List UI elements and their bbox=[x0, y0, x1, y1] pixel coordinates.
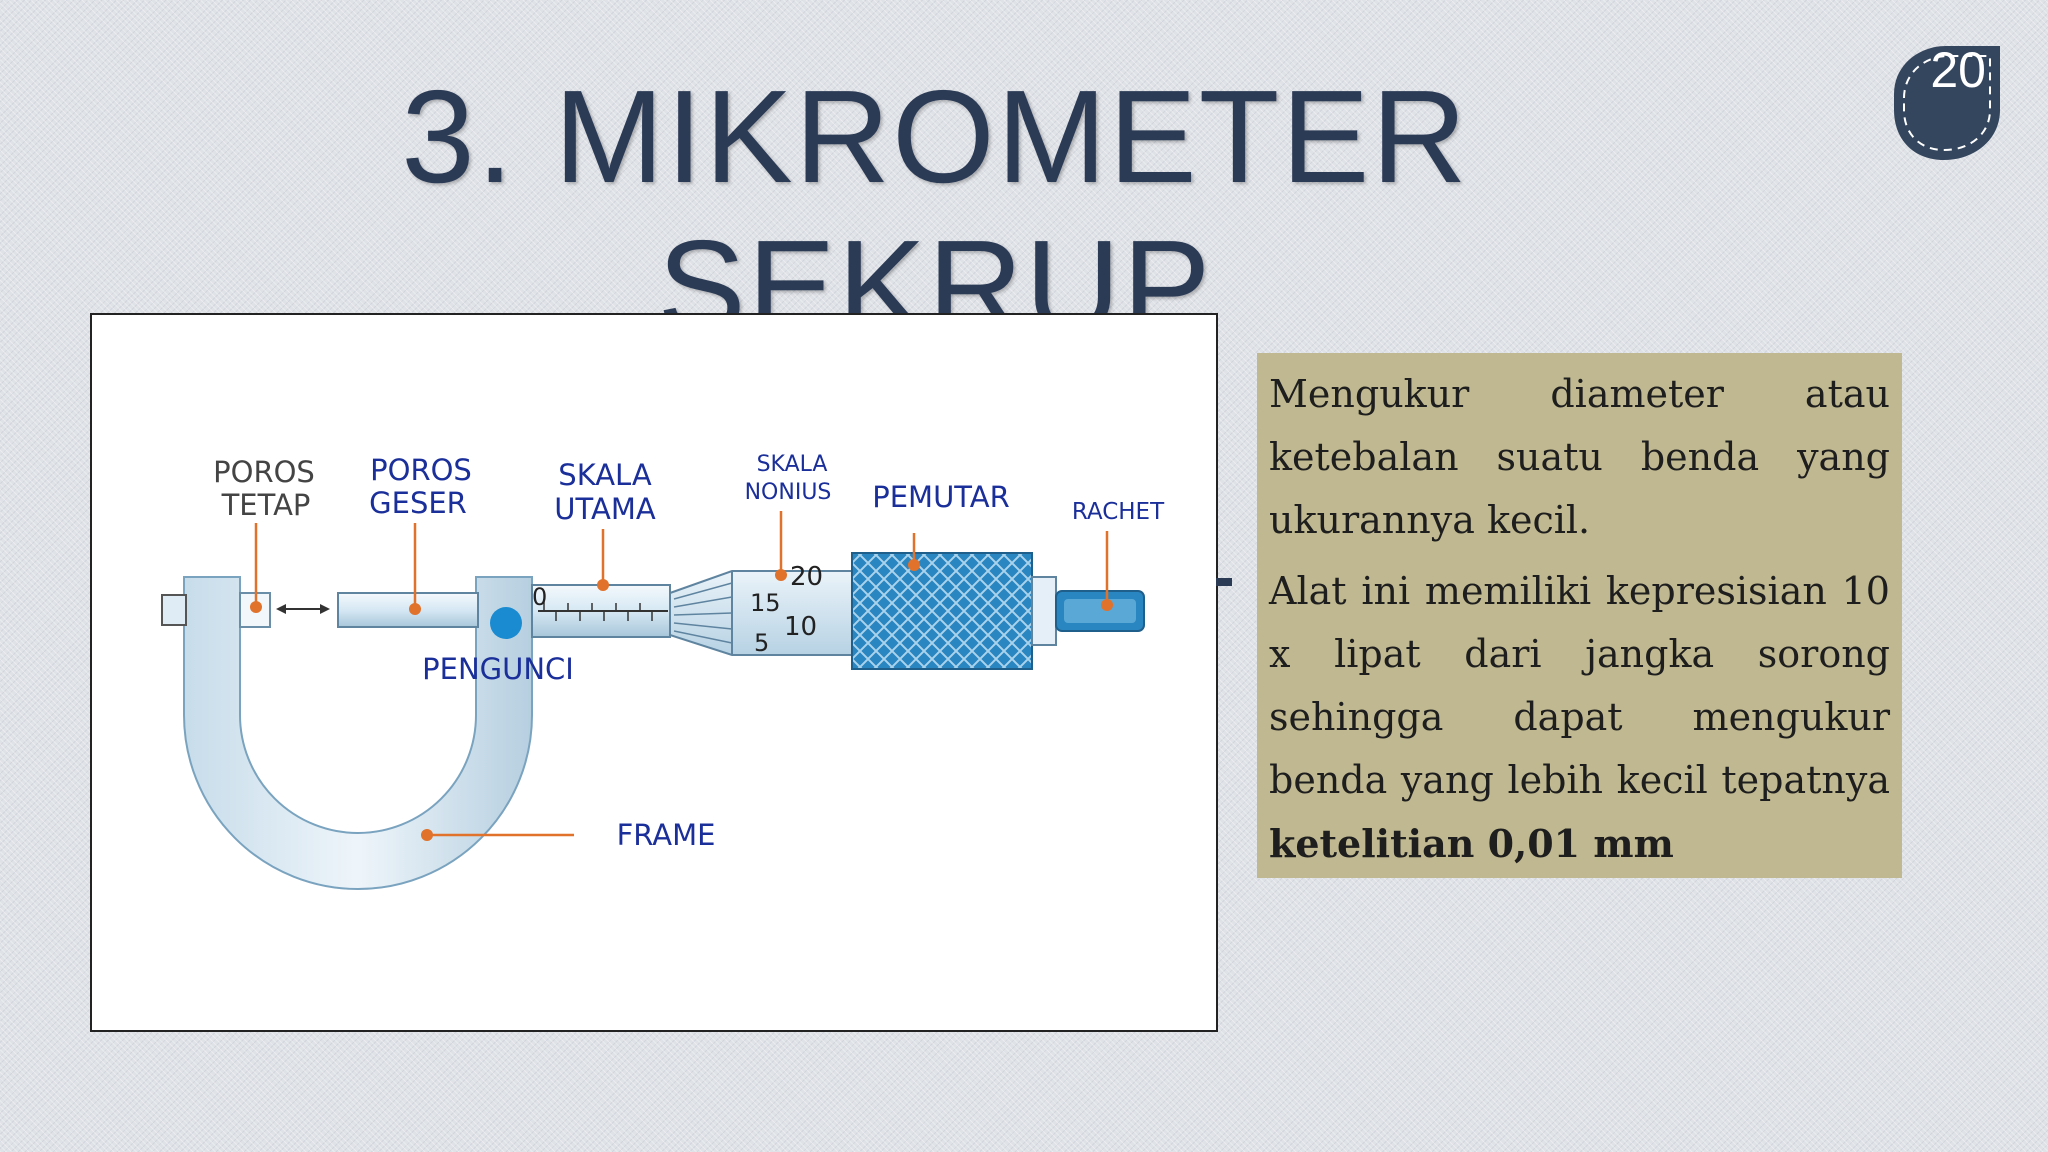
micrometer-illustration: 0 20 15 10 5 POROS TETAP POROS GESER SKA… bbox=[161, 452, 1165, 890]
label-skala-nonius-1: SKALA bbox=[757, 452, 828, 477]
description-paragraph-1: Mengukur diameter atau ketebalan suatu b… bbox=[1269, 372, 1890, 542]
label-poros-geser-1: POROS bbox=[370, 453, 472, 487]
label-poros-tetap-2: TETAP bbox=[221, 488, 311, 522]
label-frame: FRAME bbox=[617, 818, 716, 852]
label-skala-utama-1: SKALA bbox=[558, 458, 652, 492]
micrometer-diagram: 0 20 15 10 5 POROS TETAP POROS GESER SKA… bbox=[90, 313, 1218, 1032]
lock-knob bbox=[490, 607, 522, 639]
thimble-grip bbox=[851, 552, 1033, 670]
description-paragraph-2-text: Alat ini memiliki kepresisian 10 x lipat… bbox=[1269, 569, 1890, 802]
main-scale-zero: 0 bbox=[532, 583, 547, 611]
label-pengunci: PENGUNCI bbox=[422, 652, 574, 686]
precision-highlight: ketelitian 0,01 mm bbox=[1269, 821, 1674, 866]
label-poros-tetap-1: POROS bbox=[213, 455, 315, 489]
pointer-dots bbox=[250, 559, 1113, 841]
label-skala-nonius-2: NONIUS bbox=[745, 480, 832, 505]
slide-title-line-1: 3. MIKROMETER bbox=[401, 63, 1469, 210]
label-rachet: RACHET bbox=[1072, 499, 1165, 525]
nonius-number-20: 20 bbox=[790, 562, 823, 592]
spindle bbox=[337, 592, 479, 628]
label-skala-utama-2: UTAMA bbox=[554, 492, 656, 526]
pointer-lines bbox=[254, 511, 1109, 837]
frame-body bbox=[183, 576, 533, 890]
label-pemutar: PEMUTAR bbox=[872, 480, 1010, 514]
slide-number-badge: 20 bbox=[1880, 40, 2004, 164]
description-box: Mengukur diameter atau ketebalan suatu b… bbox=[1257, 353, 1902, 878]
slide-number: 20 bbox=[1930, 42, 1986, 98]
label-poros-geser-2: GESER bbox=[369, 486, 467, 520]
badge-shape bbox=[1894, 46, 2000, 160]
divider-dash bbox=[1216, 578, 1232, 586]
nonius-number-5: 5 bbox=[754, 629, 769, 657]
nonius-number-10: 10 bbox=[784, 612, 817, 642]
nonius-number-15: 15 bbox=[750, 589, 781, 617]
anvil bbox=[161, 594, 187, 626]
slide-title: 3. MIKROMETER SEKRUP bbox=[330, 62, 1540, 362]
description-paragraph-2: Alat ini memiliki kepresisian 10 x lipat… bbox=[1269, 560, 1890, 876]
